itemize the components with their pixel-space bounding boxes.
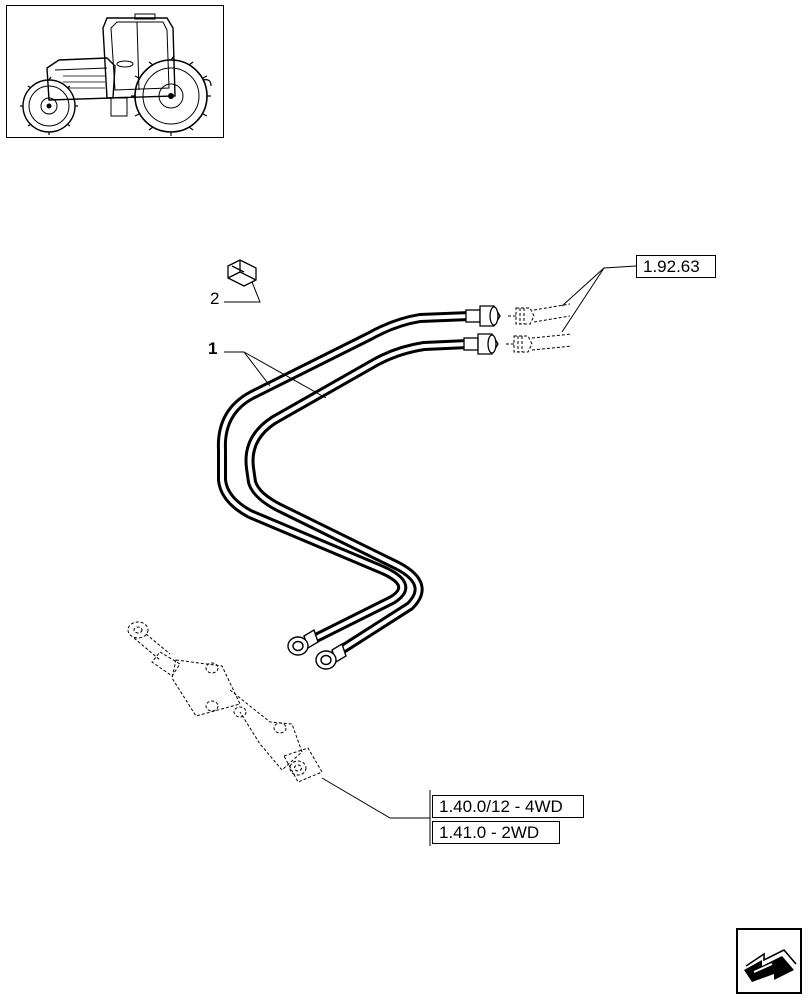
next-page-button[interactable] xyxy=(736,928,802,994)
hydraulic-hose-lower xyxy=(244,339,473,657)
tractor-thumbnail-icon xyxy=(20,13,212,136)
mating-connector-top xyxy=(508,303,571,325)
next-page-arrow-icon xyxy=(744,949,797,982)
hydraulic-hose-upper xyxy=(216,311,475,645)
leader-lines xyxy=(224,265,637,846)
ref-cylinder-4wd[interactable]: 1.40.0/12 - 4WD xyxy=(432,795,584,818)
ref-hydraulic-lines-label: 1.92.63 xyxy=(643,257,700,276)
ref-hydraulic-lines[interactable]: 1.92.63 xyxy=(636,255,716,278)
callout-part-2: 2 xyxy=(210,289,220,308)
hose-fitting-left-a xyxy=(287,628,319,656)
ref-cylinder-2wd-label: 1.41.0 - 2WD xyxy=(439,823,540,842)
callout-part-1: 1 xyxy=(208,339,218,358)
ref-cylinder-2wd[interactable]: 1.41.0 - 2WD xyxy=(432,821,560,844)
hose-fitting-top-right xyxy=(465,305,501,327)
hose-fitting-left-b xyxy=(315,642,347,670)
steering-cylinder xyxy=(127,621,323,783)
ref-cylinder-4wd-label: 1.40.0/12 - 4WD xyxy=(439,797,563,816)
hose-fitting-bottom-right xyxy=(463,333,499,355)
tractor-thumbnail xyxy=(6,5,224,138)
hose-clip xyxy=(227,259,257,287)
mating-connector-bottom xyxy=(506,333,573,353)
